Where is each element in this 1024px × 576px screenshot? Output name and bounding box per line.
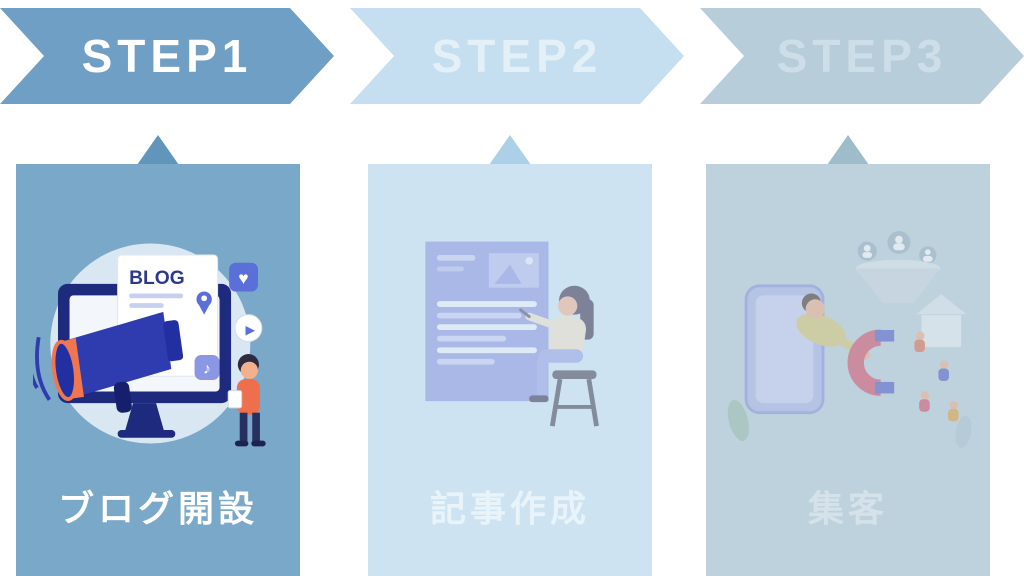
card2-pointer-triangle bbox=[489, 135, 531, 165]
card1-pointer-triangle bbox=[137, 135, 179, 165]
plants bbox=[727, 399, 972, 449]
location-pin-icon bbox=[196, 291, 212, 315]
writer-person bbox=[519, 285, 594, 403]
heart-icon: ♥ bbox=[229, 262, 258, 292]
blog-launch-illustration: BLOG ♥ ▶ ♪ bbox=[33, 243, 266, 447]
banner-step3-label: STEP3 bbox=[776, 30, 948, 82]
banner-step3: STEP3 bbox=[700, 8, 1024, 104]
banner-step2: STEP2 bbox=[350, 8, 684, 104]
magnet bbox=[847, 329, 895, 396]
audience-attraction-illustration bbox=[727, 230, 972, 449]
step2-card-label: 記事作成 bbox=[429, 488, 590, 529]
pen bbox=[519, 308, 531, 318]
svg-text:▶: ▶ bbox=[245, 323, 255, 337]
house bbox=[913, 292, 969, 348]
play-icon: ▶ bbox=[234, 314, 263, 343]
megaphone bbox=[33, 311, 184, 413]
step1-card: BLOG ♥ ▶ ♪ bbox=[16, 164, 300, 576]
music-note-icon: ♪ bbox=[194, 355, 220, 381]
svg-text:♪: ♪ bbox=[203, 360, 211, 377]
step2-card: 記事作成 bbox=[368, 164, 652, 576]
attracted-people bbox=[914, 331, 959, 422]
funnel bbox=[855, 259, 941, 304]
step3-card-label: 集客 bbox=[807, 488, 888, 529]
banner-step1-label: STEP1 bbox=[81, 30, 253, 82]
step3-card: 集客 bbox=[706, 164, 990, 576]
article-writing-illustration bbox=[425, 241, 599, 427]
image-placeholder-icon bbox=[488, 253, 539, 288]
svg-text:♥: ♥ bbox=[238, 268, 248, 288]
blog-heading-text: BLOG bbox=[129, 268, 185, 289]
banner-step2-label: STEP2 bbox=[431, 30, 603, 82]
step1-card-label: ブログ開設 bbox=[57, 488, 258, 529]
stool bbox=[549, 370, 599, 427]
person-with-tablet bbox=[227, 354, 266, 447]
card3-pointer-triangle bbox=[827, 135, 869, 165]
article-board bbox=[425, 241, 549, 402]
user-avatars bbox=[857, 230, 937, 264]
banner-step1: STEP1 bbox=[0, 8, 334, 104]
